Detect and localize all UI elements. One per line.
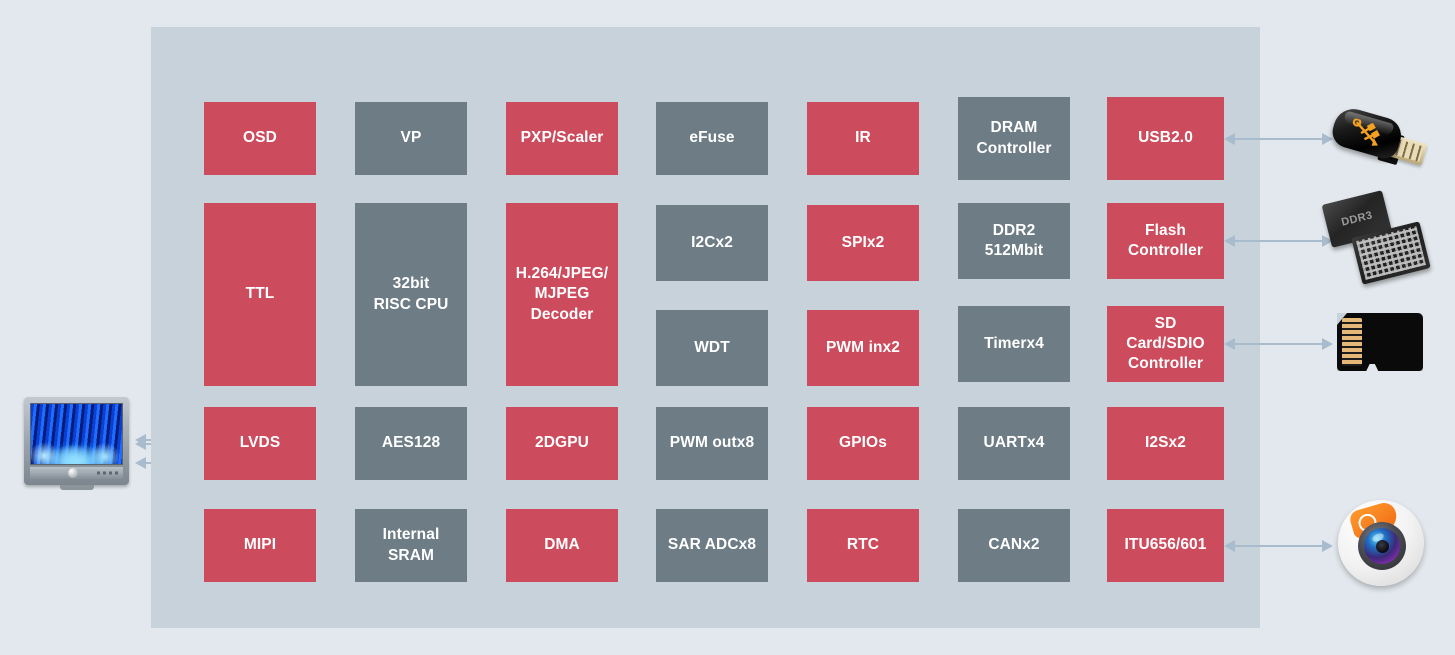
camera-icon [1338, 500, 1424, 586]
block-dram-controller[interactable]: DRAM Controller [958, 97, 1070, 180]
block-lvds[interactable]: LVDS [204, 407, 316, 480]
block-efuse[interactable]: eFuse [656, 102, 768, 175]
block-2dgpu[interactable]: 2DGPU [506, 407, 618, 480]
block-pwm-outx8[interactable]: PWM outx8 [656, 407, 768, 480]
camera-lens-glass [1364, 528, 1400, 564]
monitor-screen [30, 403, 123, 465]
block-internal-sram[interactable]: Internal SRAM [355, 509, 467, 582]
block-aes128[interactable]: AES128 [355, 407, 467, 480]
block-sd-sdio-controller[interactable]: SD Card/SDIO Controller [1107, 306, 1224, 382]
monitor-indicator-leds [97, 471, 118, 475]
block-wdt[interactable]: WDT [656, 310, 768, 386]
microsd-contacts [1342, 318, 1362, 366]
camera-lens-barrel [1358, 522, 1406, 570]
usb-flash-drive-icon [1328, 103, 1431, 175]
block-gpios[interactable]: GPIOs [807, 407, 919, 480]
microsd-card-icon [1337, 313, 1423, 375]
block-vp[interactable]: VP [355, 102, 467, 175]
monitor-wallpaper-highlight [31, 435, 122, 464]
block-i2cx2[interactable]: I2Cx2 [656, 205, 768, 281]
camera-lens-aperture [1376, 540, 1389, 553]
block-canx2[interactable]: CANx2 [958, 509, 1070, 582]
block-flash-controller[interactable]: Flash Controller [1107, 203, 1224, 279]
block-ttl[interactable]: TTL [204, 203, 316, 386]
monitor-icon [24, 397, 129, 490]
block-dma[interactable]: DMA [506, 509, 618, 582]
block-decoder[interactable]: H.264/JPEG/ MJPEG Decoder [506, 203, 618, 386]
block-risc-cpu[interactable]: 32bit RISC CPU [355, 203, 467, 386]
ddr3-memory-icon: DDR3 [1320, 190, 1435, 290]
block-ddr2-512mbit[interactable]: DDR2 512Mbit [958, 203, 1070, 279]
ddr3-chip-marking: DDR3 [1340, 209, 1374, 229]
block-rtc[interactable]: RTC [807, 509, 919, 582]
block-sar-adcx8[interactable]: SAR ADCx8 [656, 509, 768, 582]
block-pwm-inx2[interactable]: PWM inx2 [807, 310, 919, 386]
monitor-bezel [30, 467, 123, 479]
monitor-power-button[interactable] [67, 468, 78, 478]
block-itu656-601[interactable]: ITU656/601 [1107, 509, 1224, 582]
block-spix2[interactable]: SPIx2 [807, 205, 919, 281]
block-pxp-scaler[interactable]: PXP/Scaler [506, 102, 618, 175]
block-timerx4[interactable]: Timerx4 [958, 306, 1070, 382]
block-usb20[interactable]: USB2.0 [1107, 97, 1224, 180]
monitor-stand [59, 485, 94, 490]
usb-drive-body [1328, 104, 1406, 162]
usb-trident-logo-icon [1352, 118, 1380, 146]
block-mipi[interactable]: MIPI [204, 509, 316, 582]
microsd-corner-notch [1337, 313, 1347, 325]
block-ir[interactable]: IR [807, 102, 919, 175]
block-i2sx2[interactable]: I2Sx2 [1107, 407, 1224, 480]
block-osd[interactable]: OSD [204, 102, 316, 175]
ddr3-ball-grid [1356, 226, 1426, 280]
block-uartx4[interactable]: UARTx4 [958, 407, 1070, 480]
